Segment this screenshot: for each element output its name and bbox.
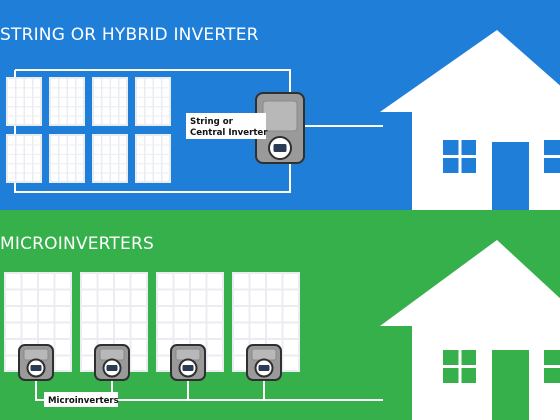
- solar-panel: [6, 77, 42, 126]
- house-window-icon: [544, 140, 560, 173]
- microinverter: [170, 344, 206, 381]
- house-wall: [412, 322, 560, 420]
- microinverter: [246, 344, 282, 381]
- solar-panel: [6, 134, 42, 183]
- inverter-label-line-2: Central Inverter: [190, 128, 268, 138]
- top-wiring: [14, 69, 383, 193]
- house-icon: [380, 240, 560, 420]
- house-door: [492, 350, 529, 420]
- microinverter-section: MICROINVERTERS Microinverters: [0, 210, 560, 420]
- house-roof: [380, 240, 560, 326]
- top-wire-top: [15, 69, 291, 92]
- string-inverter-callout: String or Central Inverter: [186, 113, 268, 139]
- inverter-top-plate: [262, 100, 298, 132]
- house-roof: [380, 30, 560, 112]
- house-window-icon: [443, 350, 476, 383]
- microinverter: [94, 344, 130, 381]
- solar-panel: [92, 77, 128, 126]
- microinverter-callout: Microinverters: [44, 392, 119, 407]
- house-icon: [380, 30, 560, 210]
- top-wire-frame: [14, 70, 291, 193]
- inverter-label-line-1: String or: [190, 117, 234, 127]
- string-inverter: [255, 92, 305, 164]
- bottom-wire-bus: [35, 378, 383, 401]
- inverter-label-box: [186, 113, 266, 139]
- house-window-icon: [544, 350, 560, 383]
- microinverter-label: Microinverters: [48, 396, 119, 406]
- solar-panel: [49, 77, 85, 126]
- string-inverter-section: STRING OR HYBRID INVERTER: [0, 0, 560, 210]
- section-title-microinverters: MICROINVERTERS: [0, 234, 154, 254]
- microinverter-label-box: [44, 392, 118, 407]
- solar-panel: [92, 134, 128, 183]
- house-wall: [412, 110, 560, 210]
- microinverter: [18, 344, 54, 381]
- solar-panel: [135, 134, 171, 183]
- house-door: [492, 142, 529, 210]
- section-title-string-inverter: STRING OR HYBRID INVERTER: [0, 25, 259, 45]
- inverter-display: [273, 144, 287, 152]
- house-window-icon: [443, 140, 476, 173]
- solar-panel: [135, 77, 171, 126]
- solar-panel: [49, 134, 85, 183]
